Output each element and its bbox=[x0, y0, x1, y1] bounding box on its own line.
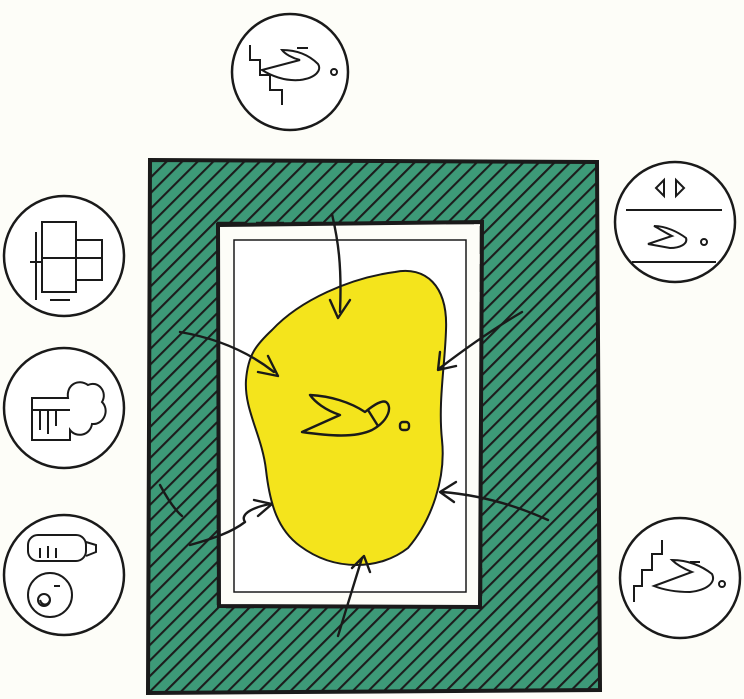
symbol-baby-left bbox=[4, 515, 124, 635]
symbol-screen-person-right bbox=[615, 162, 735, 282]
symbol-toilet-left bbox=[4, 196, 124, 316]
symbol-stairs-person-top bbox=[232, 14, 348, 130]
symbol-stairs-person-right bbox=[620, 518, 740, 638]
symbol-chef-hat-left bbox=[4, 348, 124, 468]
